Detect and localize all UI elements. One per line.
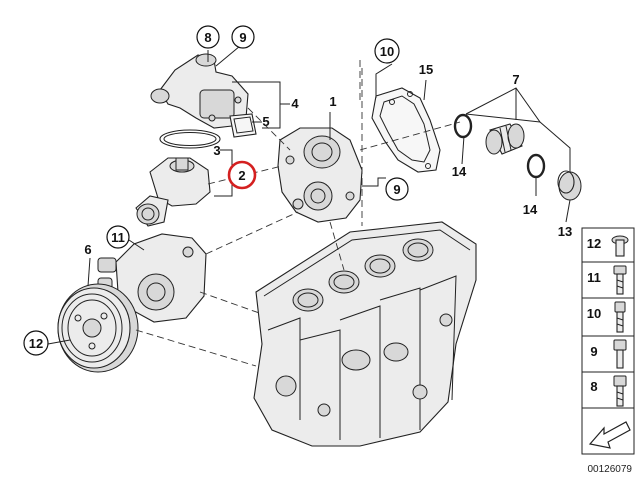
legend-9-label: 9: [590, 344, 597, 359]
collar-bolt-icon: [613, 339, 627, 369]
callout-8-label: 8: [204, 30, 211, 45]
callout-9-top[interactable]: 9: [231, 25, 255, 49]
callout-13-label: 13: [558, 224, 572, 239]
belt-pulley: [57, 283, 139, 373]
callout-15-label: 15: [419, 62, 433, 77]
callout-2-highlighted[interactable]: 2: [227, 160, 257, 190]
legend-item-10[interactable]: 10: [587, 301, 626, 333]
fastener-legend: 12 11 10: [581, 227, 635, 455]
callout-5-label: 5: [262, 114, 269, 129]
callout-3[interactable]: 3: [213, 143, 220, 158]
legend-12-label: 12: [587, 236, 601, 251]
callout-10[interactable]: 10: [374, 38, 400, 64]
thermostat-housing: [150, 53, 249, 129]
pump-bracket: [97, 233, 207, 323]
leader-lines: [47, 45, 571, 345]
direction-arrow-icon: [588, 421, 631, 449]
callout-9-mid-label: 9: [393, 182, 400, 197]
assembly-lines: [135, 60, 461, 367]
stud-bolt-icon: [614, 301, 626, 333]
callout-14-right-label: 14: [523, 202, 538, 217]
o-ring-seal: [159, 129, 221, 149]
callout-7[interactable]: 7: [512, 72, 519, 87]
legend-item-9[interactable]: 9: [590, 339, 627, 369]
callout-2-label: 2: [238, 168, 245, 183]
seal-ring-lower: [526, 153, 546, 179]
callout-14-right[interactable]: 14: [523, 202, 538, 217]
diagram-reference-number: 00126079: [588, 464, 633, 475]
legend-item-12[interactable]: 12: [587, 235, 629, 257]
callout-11[interactable]: 11: [106, 225, 130, 249]
callout-10-label: 10: [380, 44, 394, 59]
callout-1-label: 1: [329, 94, 336, 109]
callout-5[interactable]: 5: [262, 114, 269, 129]
legend-8-label: 8: [590, 379, 597, 394]
callout-7-label: 7: [512, 72, 519, 87]
callout-6[interactable]: 6: [84, 242, 91, 257]
torx-bolt-icon: [611, 235, 629, 257]
hex-bolt-icon: [613, 265, 627, 295]
callout-4[interactable]: 4: [291, 96, 299, 111]
water-pump: [277, 127, 363, 223]
callout-14-left-label: 14: [452, 164, 467, 179]
callout-3-label: 3: [213, 143, 220, 158]
legend-item-8[interactable]: 8: [590, 375, 627, 407]
callout-14-left[interactable]: 14: [452, 164, 467, 179]
legend-item-11[interactable]: 11: [587, 265, 627, 295]
callout-13[interactable]: 13: [558, 224, 572, 239]
callout-11-label: 11: [111, 230, 125, 245]
callout-15[interactable]: 15: [419, 62, 433, 77]
callout-12-label: 12: [29, 336, 43, 351]
callout-9-top-label: 9: [239, 30, 246, 45]
thermostat: [135, 157, 211, 227]
callout-1[interactable]: 1: [329, 94, 336, 109]
pump-gasket: [371, 87, 441, 173]
flange-bolt-icon: [613, 375, 627, 407]
callout-6-label: 6: [84, 242, 91, 257]
connector-pipe: [485, 123, 525, 155]
flange-gasket: [229, 113, 257, 138]
engine-block: [253, 221, 477, 447]
legend-11-label: 11: [587, 270, 601, 285]
seal-ring-upper: [453, 113, 473, 139]
outer-sleeve: [557, 170, 582, 201]
callout-8[interactable]: 8: [196, 25, 220, 49]
callout-9-mid[interactable]: 9: [385, 177, 409, 201]
callout-4-label: 4: [291, 96, 299, 111]
legend-10-label: 10: [587, 306, 601, 321]
callout-12[interactable]: 12: [23, 330, 49, 356]
